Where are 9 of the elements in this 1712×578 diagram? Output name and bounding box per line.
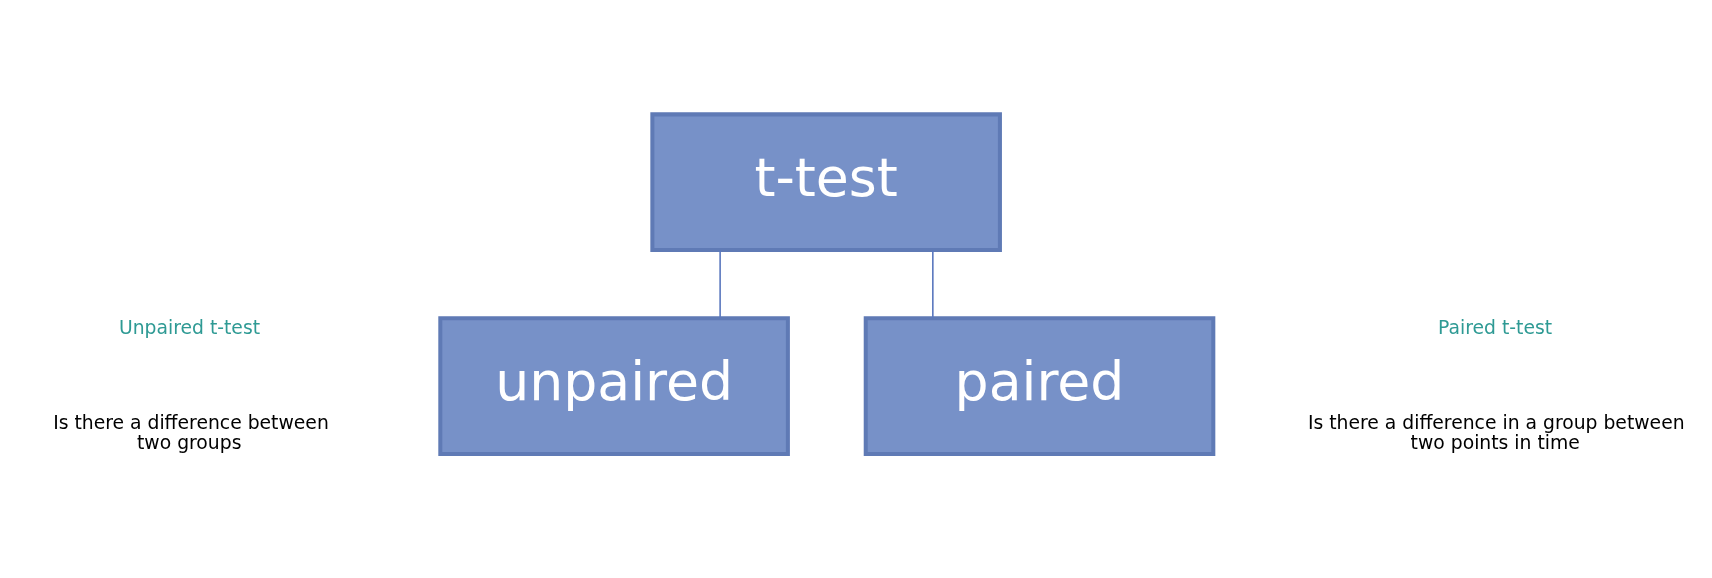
node-box: unpaired [438, 315, 790, 456]
label: Is there a difference in a group between two points in time [1307, 411, 1685, 453]
connector [719, 248, 721, 319]
node-box: paired [863, 315, 1216, 456]
label: Unpaired t-test [118, 316, 261, 338]
node-box: t-test [650, 111, 1002, 252]
label: Paired t-test [1438, 316, 1553, 338]
connector [932, 248, 934, 319]
label: Is there a difference between two groups [53, 411, 329, 453]
